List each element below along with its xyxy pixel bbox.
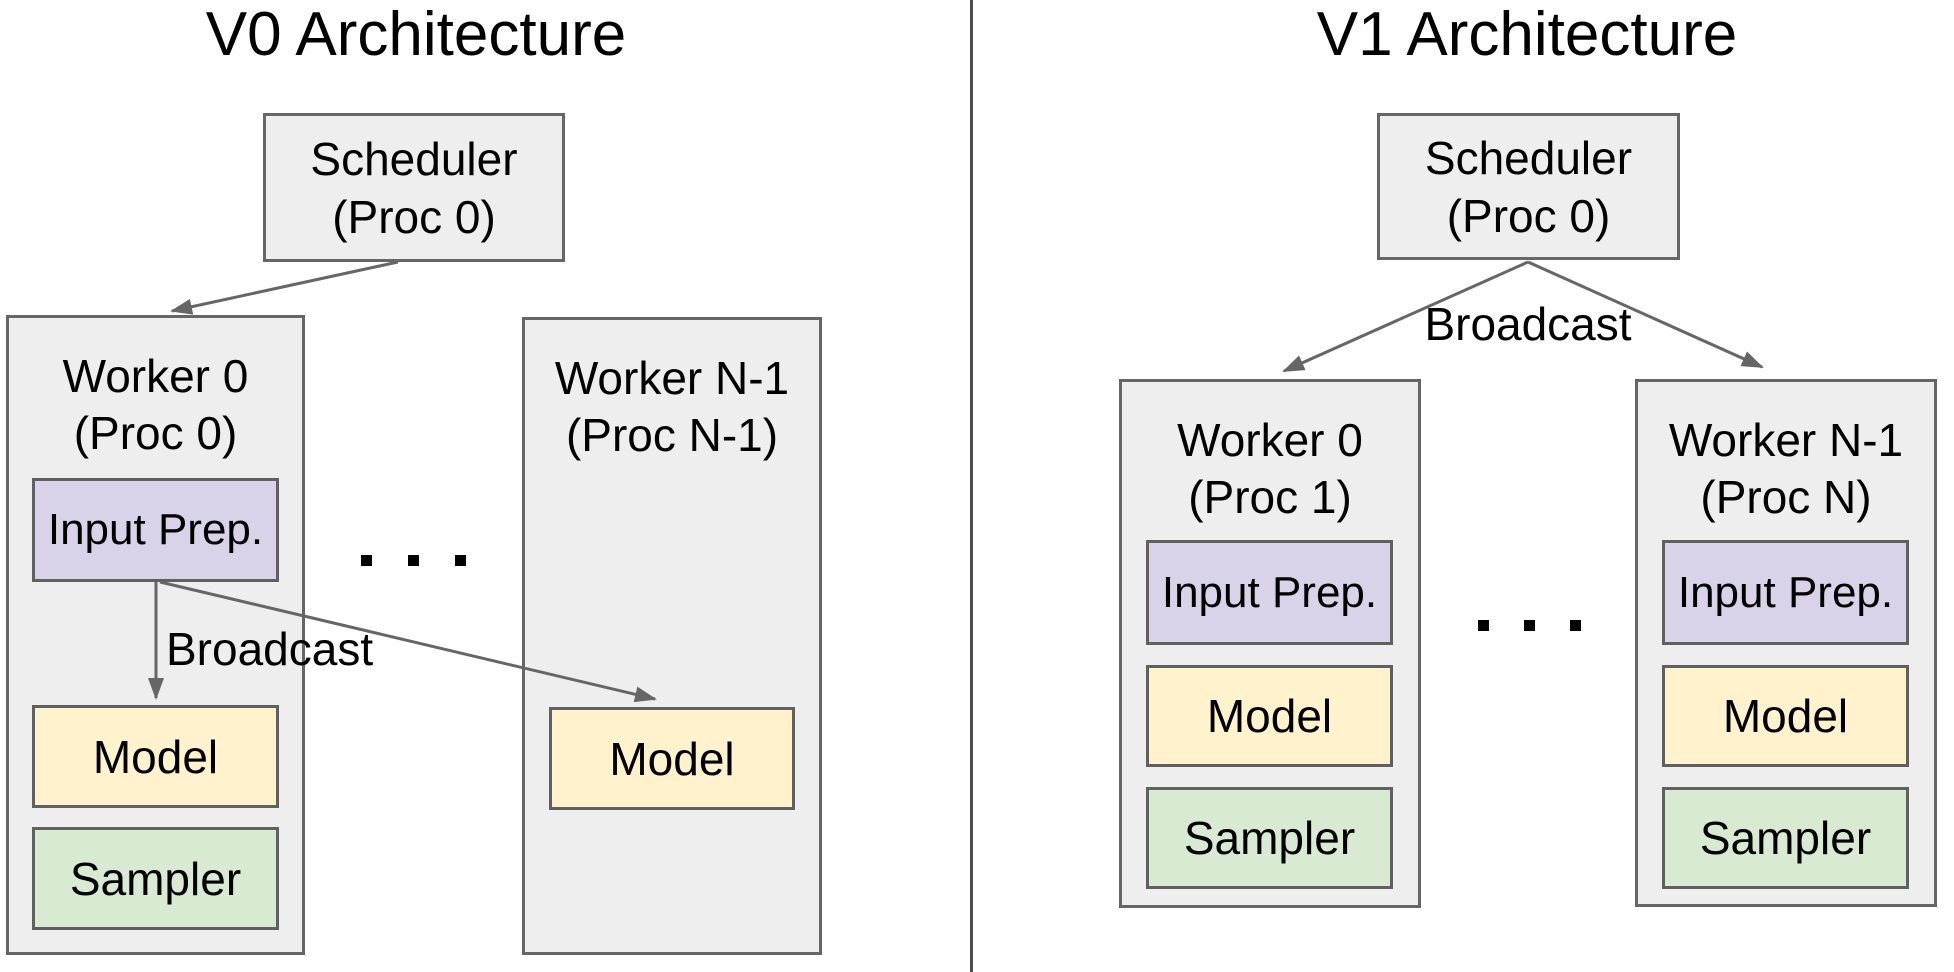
v0-worker0-label: Worker 0 (Proc 0)	[9, 348, 302, 462]
v0-broadcast-label: Broadcast	[166, 623, 374, 675]
v1-worker0-input-prep-box: Input Prep.	[1146, 540, 1393, 645]
v1-workerN-proc: (Proc N)	[1700, 471, 1872, 523]
v0-arrow-scheduler-to-worker0	[170, 260, 399, 315]
v0-worker0-input-prep-box: Input Prep.	[32, 478, 279, 582]
v1-worker0-proc: (Proc 1)	[1188, 471, 1352, 523]
v0-worker0-sampler-box: Sampler	[32, 827, 279, 930]
v1-worker0-sampler-box: Sampler	[1146, 787, 1393, 889]
v1-scheduler-proc: (Proc 0)	[1446, 189, 1611, 242]
v0-scheduler-name: Scheduler	[310, 132, 518, 185]
v1-workerN-label: Worker N-1 (Proc N)	[1638, 412, 1934, 526]
v0-workerN-model-box: Model	[549, 707, 795, 810]
v0-workerN-name: Worker N-1	[554, 352, 790, 404]
v1-worker0-name: Worker 0	[1177, 414, 1363, 466]
v1-title: V1 Architecture	[1316, 0, 1738, 69]
v0-worker0-model-box: Model	[32, 705, 279, 808]
dot	[1524, 620, 1535, 631]
v0-worker0-proc: (Proc 0)	[73, 407, 238, 459]
v1-worker0-model-box: Model	[1146, 665, 1393, 767]
dot	[455, 555, 466, 566]
v0-worker0-name: Worker 0	[62, 350, 249, 402]
v1-workerN-input-prep-box: Input Prep.	[1662, 540, 1909, 645]
v1-scheduler-name: Scheduler	[1424, 131, 1633, 184]
dot	[408, 555, 419, 566]
v0-scheduler-proc: (Proc 0)	[332, 190, 496, 243]
v0-workerN-label: Worker N-1 (Proc N-1)	[525, 350, 819, 464]
dot	[1570, 620, 1581, 631]
dot	[361, 555, 372, 566]
v1-workerN-box: Worker N-1 (Proc N) Input Prep. Model Sa…	[1635, 379, 1937, 907]
v1-broadcast-label: Broadcast	[1424, 298, 1632, 350]
v0-scheduler-box: Scheduler (Proc 0)	[263, 113, 565, 262]
v1-workerN-name: Worker N-1	[1668, 414, 1904, 466]
v0-workerN-proc: (Proc N-1)	[565, 409, 779, 461]
dot	[1478, 620, 1489, 631]
panel-divider	[970, 0, 973, 972]
v1-workerN-sampler-box: Sampler	[1662, 787, 1909, 889]
v0-title: V0 Architecture	[205, 0, 627, 69]
v1-workerN-model-box: Model	[1662, 665, 1909, 767]
v1-worker0-label: Worker 0 (Proc 1)	[1122, 412, 1418, 526]
v1-scheduler-box: Scheduler (Proc 0)	[1377, 113, 1680, 260]
v0-workerN-box: Worker N-1 (Proc N-1) Model	[522, 317, 822, 955]
v1-worker0-box: Worker 0 (Proc 1) Input Prep. Model Samp…	[1119, 379, 1421, 908]
